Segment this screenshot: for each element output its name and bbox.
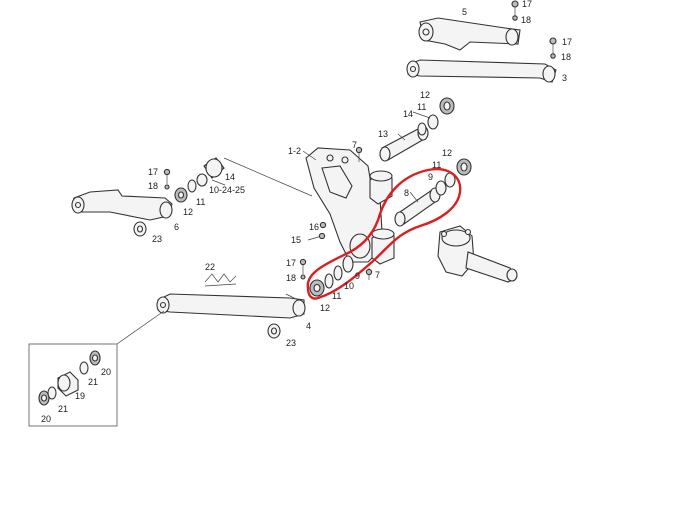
bolt-17-left [163,168,171,190]
label-10-24-25: 10-24-25 [209,185,245,195]
bolt-17-lower [299,258,307,280]
bolt-17-mid [549,37,557,59]
label-11: 11 [196,197,205,207]
label-11: 11 [332,291,341,301]
label-4: 4 [306,321,311,331]
label-19: 19 [75,391,85,401]
label-9: 9 [355,271,360,281]
label-8: 8 [404,188,409,198]
washer-23-left [133,221,147,237]
label-12: 12 [183,207,193,217]
label-20: 20 [41,414,51,424]
label-12: 12 [320,303,330,313]
link-arm-4 [156,293,306,319]
clip-22 [204,273,237,287]
label-18: 18 [561,52,571,62]
bush-14-assembly [174,157,313,203]
label-17: 17 [148,167,158,177]
label-16: 16 [309,222,319,232]
label-6: 6 [174,222,179,232]
label-18: 18 [521,15,531,25]
label-11: 11 [417,102,426,112]
label-3: 3 [562,73,567,83]
label-leaders [211,111,431,301]
bolts-15-16 [307,221,327,241]
label-17: 17 [522,0,532,9]
label-14: 14 [403,109,413,119]
upper-arm-5 [418,17,521,51]
highlight-outline [306,167,462,300]
link-arm-3 [406,59,557,83]
bush-13-assembly [379,97,455,162]
inset-leader [116,310,165,345]
label-12: 12 [420,90,430,100]
label-11: 11 [432,160,441,170]
label-18: 18 [286,273,296,283]
bolt-17-top [511,0,519,21]
stub-axle [437,225,518,283]
label-12: 12 [442,148,452,158]
label-17: 17 [562,37,572,47]
label-7: 7 [375,270,380,280]
hub-carrier-1-2 [305,147,395,265]
rings-lower-assembly [309,255,354,297]
label-23: 23 [286,338,296,348]
part-labels: 5 17 18 17 18 3 12 14 11 13 7 1-2 12 11 … [41,0,572,424]
bolt-7-upper [355,146,363,162]
label-22: 22 [205,262,215,272]
label-17: 17 [286,258,296,268]
label-20: 20 [101,367,111,377]
label-1-2: 1-2 [288,146,301,156]
label-23: 23 [152,234,162,244]
label-10: 10 [344,281,354,291]
link-arm-6 [71,189,173,221]
label-14: 14 [225,172,235,182]
washer-23-lower [267,323,281,339]
label-7: 7 [352,140,357,150]
label-21: 21 [58,404,68,414]
label-5: 5 [462,7,467,17]
label-9: 9 [428,172,433,182]
label-18: 18 [148,181,158,191]
label-15: 15 [291,235,301,245]
inset-bush-19 [38,350,101,406]
label-21: 21 [88,377,98,387]
bolt-7-lower [365,268,373,280]
label-13: 13 [378,129,388,139]
bush-8-assembly [394,158,472,227]
